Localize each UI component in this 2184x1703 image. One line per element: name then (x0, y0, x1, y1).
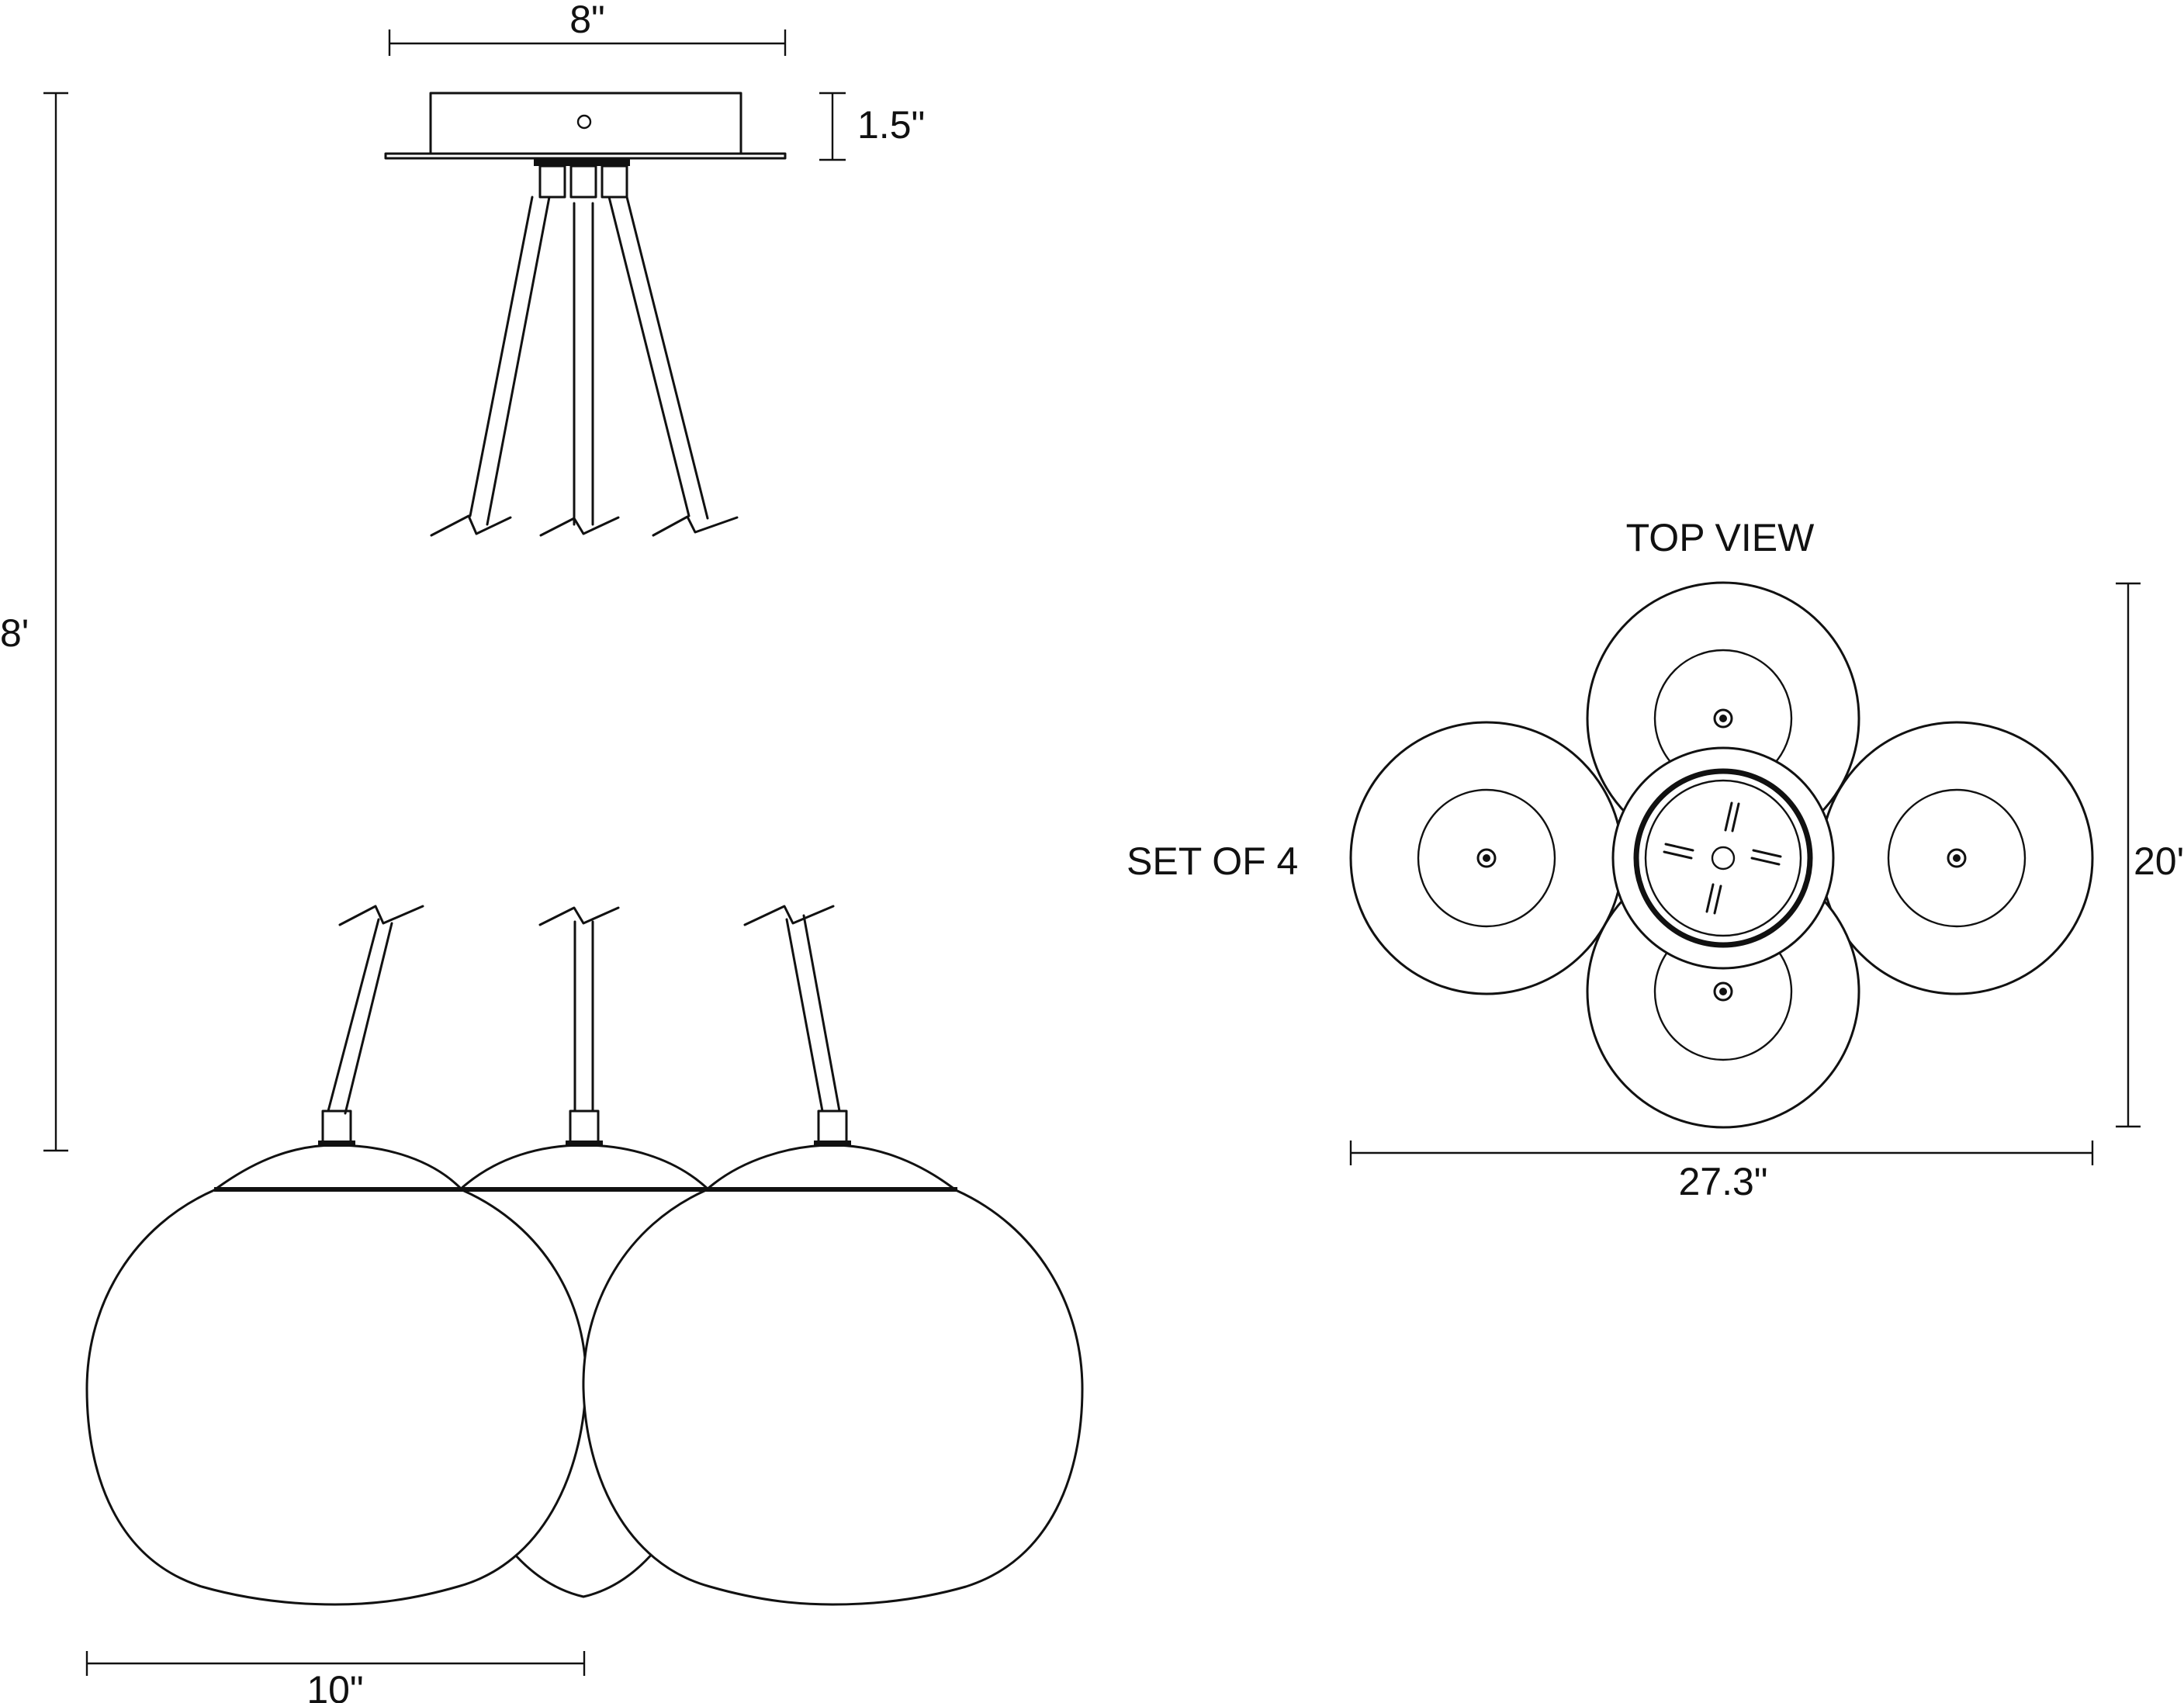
canopy-width-dimension: 8" (388, 0, 787, 56)
upper-cords (430, 196, 739, 537)
top-view-width-dimension: 27.3" (1349, 1141, 2094, 1203)
canopy-height-dimension: 1.5" (819, 92, 925, 161)
overall-height-dimension: 8' (0, 92, 68, 1152)
top-view-width-label: 27.3" (1678, 1160, 1767, 1203)
top-view-title: TOP VIEW (1626, 516, 1815, 559)
globe-left (85, 1144, 587, 1606)
lower-cords (327, 905, 841, 1115)
canopy-cord-grips (534, 158, 630, 199)
top-view-depth-dimension: 20' (2116, 582, 2184, 1128)
overall-height-label: 8' (0, 611, 29, 655)
canopy-width-label: 8" (569, 0, 605, 41)
top-view-depth-label: 20' (2134, 839, 2184, 883)
top-view-canopy (1611, 746, 1835, 970)
globe-right (582, 1144, 1084, 1606)
globe-diameter-dimension: 10" (85, 1651, 586, 1703)
set-of-label: SET OF 4 (1127, 839, 1298, 883)
canopy (384, 92, 787, 160)
globe-diameter-label: 10" (306, 1668, 363, 1703)
canopy-height-label: 1.5" (857, 103, 925, 147)
globe-sockets (214, 1109, 957, 1192)
